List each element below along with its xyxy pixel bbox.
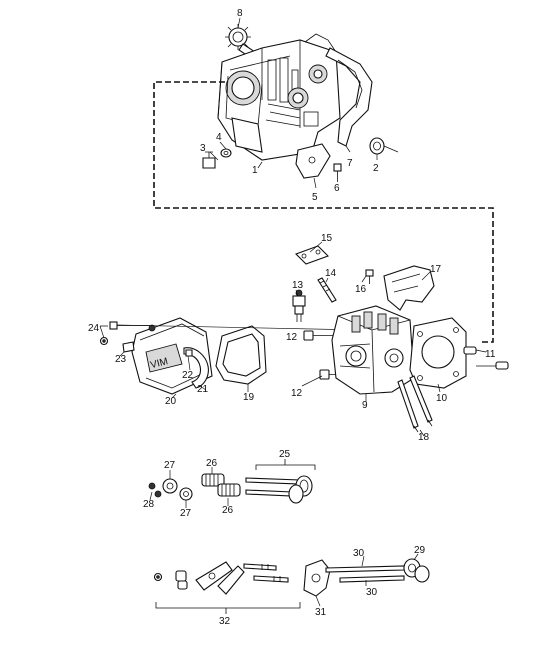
callout-8: 8 bbox=[237, 8, 243, 19]
callout-28: 28 bbox=[143, 499, 155, 510]
heat-shield-bolt bbox=[365, 269, 374, 284]
pivot-nut bbox=[175, 570, 188, 590]
callout-17: 17 bbox=[430, 264, 442, 275]
callout-16: 16 bbox=[355, 284, 367, 295]
rocker-studs bbox=[243, 563, 289, 583]
callout-26-lower: 26 bbox=[222, 505, 234, 516]
callout-29: 29 bbox=[414, 545, 426, 556]
rocker-nut bbox=[153, 572, 163, 582]
valve-spring-upper bbox=[201, 473, 225, 487]
callout-12-lower: 12 bbox=[291, 388, 303, 399]
callout-7: 7 bbox=[347, 158, 353, 169]
callout-labels: 1 2 3 4 5 6 7 8 9 10 11 12 12 13 14 15 1… bbox=[88, 8, 496, 627]
rocker-pivots bbox=[403, 558, 430, 583]
bracket-bolt bbox=[333, 163, 342, 182]
oil-seal bbox=[369, 137, 399, 155]
callout-30-lower: 30 bbox=[366, 587, 378, 598]
bracket bbox=[295, 143, 331, 189]
rocker-shafts bbox=[325, 565, 405, 583]
assembly-dashed-line bbox=[153, 81, 494, 343]
cover-gasket bbox=[215, 325, 267, 385]
valve-group bbox=[148, 459, 316, 508]
callout-9: 9 bbox=[362, 400, 368, 411]
callout-24: 24 bbox=[88, 323, 100, 334]
tube-clip bbox=[185, 349, 193, 357]
callout-10: 10 bbox=[436, 393, 448, 404]
callout-20: 20 bbox=[165, 396, 177, 407]
dowel-pin-lower bbox=[476, 361, 509, 370]
callout-30-upper: 30 bbox=[353, 548, 365, 559]
callout-32: 32 bbox=[219, 616, 231, 627]
heat-shield bbox=[383, 265, 435, 311]
callout-1: 1 bbox=[252, 165, 258, 176]
head-gasket bbox=[409, 317, 467, 389]
callout-4: 4 bbox=[216, 132, 222, 143]
breather-valve bbox=[122, 341, 135, 353]
spark-plug bbox=[292, 289, 306, 322]
cylinder-head bbox=[331, 305, 415, 395]
callout-14: 14 bbox=[325, 268, 337, 279]
callout-27-upper: 27 bbox=[164, 460, 176, 471]
drain-bolt bbox=[202, 151, 216, 169]
callout-6: 6 bbox=[334, 183, 340, 194]
valve-spring-lower bbox=[217, 483, 241, 497]
callout-22: 22 bbox=[182, 370, 194, 381]
crankcase-block bbox=[217, 33, 341, 161]
callout-13: 13 bbox=[292, 280, 304, 291]
callout-12-upper: 12 bbox=[286, 332, 298, 343]
crankcase-cover bbox=[325, 47, 373, 147]
callout-25: 25 bbox=[279, 449, 291, 460]
callout-21: 21 bbox=[197, 384, 209, 395]
callout-5: 5 bbox=[312, 192, 318, 203]
push-rod-guide bbox=[303, 559, 331, 597]
cover-washer bbox=[99, 336, 109, 346]
spring-retainer-upper bbox=[162, 478, 178, 494]
callout-3: 3 bbox=[200, 143, 206, 154]
push-rods bbox=[397, 375, 433, 433]
rocker-group bbox=[153, 553, 430, 614]
valve-keepers bbox=[148, 482, 162, 498]
rocker-arm-right bbox=[217, 565, 245, 595]
callout-2: 2 bbox=[373, 163, 379, 174]
callout-15: 15 bbox=[321, 233, 333, 244]
dowel-pin-upper bbox=[463, 346, 477, 355]
valve-cover: VIM bbox=[131, 317, 213, 395]
callout-18: 18 bbox=[418, 432, 430, 443]
callout-26-upper: 26 bbox=[206, 458, 218, 469]
crankcase-group bbox=[202, 17, 399, 189]
breather-tube bbox=[183, 347, 209, 389]
callout-23: 23 bbox=[115, 354, 127, 365]
callout-11: 11 bbox=[485, 349, 496, 360]
spring-retainer-lower bbox=[179, 487, 193, 501]
drain-washer bbox=[220, 148, 232, 158]
cylinder-head-group: VIM bbox=[99, 241, 509, 437]
valve-lower bbox=[245, 484, 304, 504]
rocker-arm-left bbox=[195, 561, 233, 591]
callout-19: 19 bbox=[243, 392, 255, 403]
svg-text:VIM: VIM bbox=[149, 356, 169, 371]
stud bbox=[317, 277, 337, 303]
callout-27-lower: 27 bbox=[180, 508, 192, 519]
callout-31: 31 bbox=[315, 607, 327, 618]
intake-gasket bbox=[295, 245, 329, 265]
